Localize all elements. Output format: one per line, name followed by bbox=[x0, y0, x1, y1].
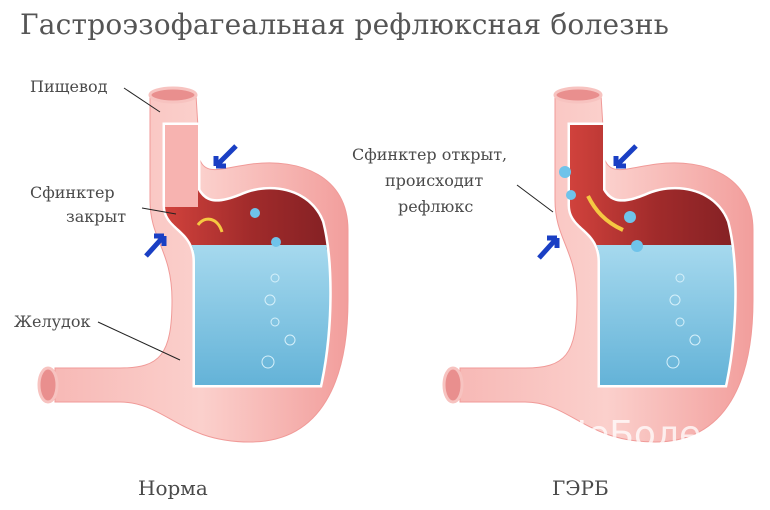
acid-droplet bbox=[624, 211, 636, 223]
pressure-arrow-icon bbox=[537, 235, 560, 260]
label-gerd-line1: Сфинктер открыт, bbox=[352, 145, 508, 164]
acid-droplet bbox=[250, 208, 260, 218]
label-sphincter-line1: Сфинктер bbox=[30, 183, 115, 202]
leader-line bbox=[123, 87, 161, 113]
label-gerd-line3: рефлюкс bbox=[398, 197, 474, 216]
pressure-arrow-icon bbox=[213, 144, 238, 169]
label-sphincter-line2: закрыт bbox=[66, 207, 127, 226]
acid-droplet bbox=[631, 240, 643, 252]
acid-droplet bbox=[566, 190, 576, 200]
acid-droplet bbox=[559, 166, 571, 178]
reflux-arrow-icon bbox=[586, 195, 624, 232]
caption-gerd: ГЭРБ bbox=[552, 476, 609, 500]
acid-droplet bbox=[271, 237, 281, 247]
closed-esophagus-lumen bbox=[165, 125, 198, 207]
label-esophagus: Пищевод bbox=[30, 77, 108, 96]
gerd-stomach-illustration bbox=[444, 88, 755, 442]
leader-line bbox=[141, 207, 177, 215]
watermark-logo: НеБоле bbox=[560, 414, 702, 455]
leader-line bbox=[516, 184, 554, 213]
leader-line bbox=[97, 321, 181, 361]
pressure-arrow-icon bbox=[144, 233, 167, 258]
caption-normal: Норма bbox=[138, 476, 208, 500]
label-gerd-line2: происходит bbox=[385, 171, 484, 190]
pressure-arrow-icon bbox=[613, 144, 638, 169]
label-stomach: Желудок bbox=[14, 312, 91, 331]
return-arrow-icon bbox=[196, 217, 224, 233]
page-title: Гастроэзофагеальная рефлюксная болезнь bbox=[20, 8, 670, 41]
normal-stomach-illustration bbox=[39, 88, 350, 442]
